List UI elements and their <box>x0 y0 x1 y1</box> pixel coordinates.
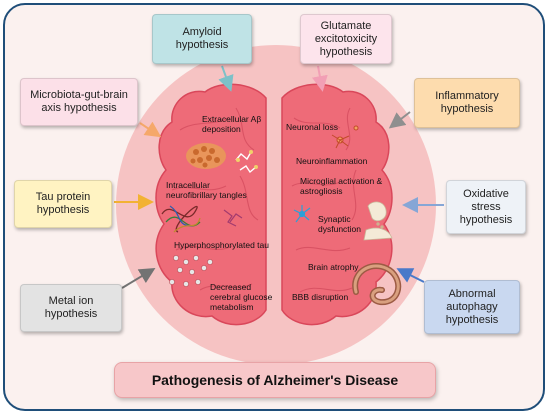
autophagy-arrow <box>396 268 425 283</box>
amyloid-arrow <box>218 65 234 92</box>
glucose-label-3: metabolism <box>210 302 254 312</box>
microglial-label-2: astrogliosis <box>300 186 343 196</box>
synaptic-label-1: Synaptic <box>318 214 351 224</box>
brain-atrophy-label: Brain atrophy <box>308 262 359 272</box>
glucose-dots-icon <box>169 255 213 287</box>
inflammatory-arrow <box>388 111 411 129</box>
synapse-icon <box>363 201 393 241</box>
intestine-icon <box>352 263 402 306</box>
neuroinflammation-label: Neuroinflammation <box>296 156 368 166</box>
neuronal-loss-label: Neuronal loss <box>286 122 338 132</box>
tau-hypothesis-box: Tau protein hypothesis <box>14 180 112 228</box>
amyloid-plaque-icon <box>186 143 226 169</box>
glutamate-arrow <box>311 65 328 92</box>
left-hemisphere <box>155 83 267 326</box>
oxidative-hypothesis-box: Oxidative stress hypothesis <box>446 180 526 234</box>
glucose-label-2: cerebral glucose <box>210 292 273 302</box>
tau-protein-icon <box>235 150 258 174</box>
abeta-label-1: Extracellular Aβ <box>202 114 262 124</box>
abeta-label-2: deposition <box>202 124 241 134</box>
right-hemisphere <box>281 83 393 326</box>
amyloid-hypothesis-box: Amyloid hypothesis <box>152 14 252 64</box>
nft-label-2: neurofibrillary tangles <box>166 190 247 200</box>
diagram-title: Pathogenesis of Alzheimer's Disease <box>114 362 436 398</box>
metal-ion-hypothesis-box: Metal ion hypothesis <box>20 284 122 332</box>
bbb-disruption-label: BBB disruption <box>292 292 349 302</box>
brain-folds <box>171 107 357 293</box>
metal-arrow <box>121 267 156 289</box>
glucose-label-1: Decreased <box>210 282 252 292</box>
tau-label: Hyperphosphorylated tau <box>174 240 269 250</box>
nft-label-1: Intracellular <box>166 180 210 190</box>
autophagy-hypothesis-box: Abnormal autophagy hypothesis <box>424 280 520 334</box>
microglial-label-1: Microglial activation & <box>300 176 383 186</box>
microglia-icon <box>293 205 311 223</box>
neuron-icon <box>331 125 359 149</box>
synaptic-label-2: dysfunction <box>318 224 361 234</box>
glutamate-hypothesis-box: Glutamate excitotoxicity hypothesis <box>300 14 392 64</box>
neurofibrillary-tangle-icon <box>161 205 243 233</box>
microbiota-arrow <box>139 121 162 138</box>
inflammatory-hypothesis-box: Inflammatory hypothesis <box>414 78 520 128</box>
microbiota-hypothesis-box: Microbiota-gut-brain axis hypothesis <box>20 78 138 126</box>
